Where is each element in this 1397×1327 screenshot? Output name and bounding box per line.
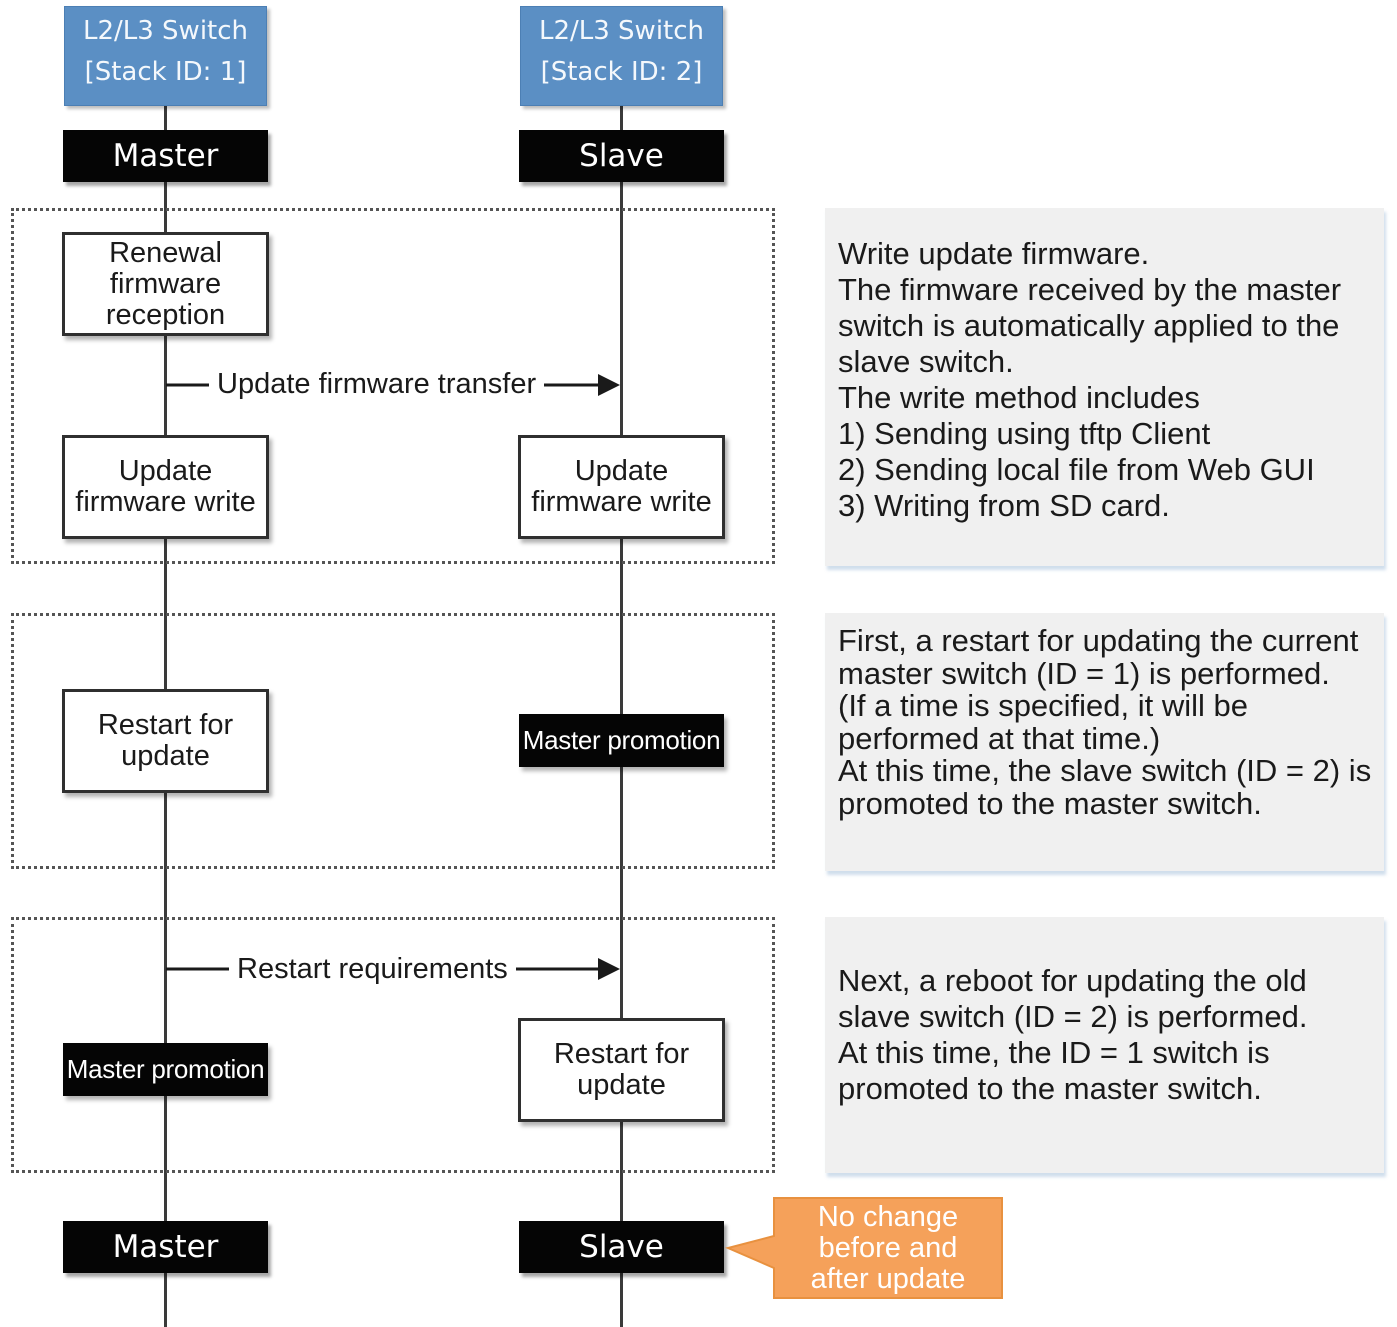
- step-master-master-promotion: Master promotion: [63, 1043, 268, 1096]
- step-master-restart: Restart for update: [62, 689, 269, 793]
- step-slave-master-promotion: Master promotion: [519, 714, 724, 767]
- note-line: At this time, the slave switch (ID = 2) …: [838, 753, 1372, 821]
- note-line: Write update firmware.: [838, 236, 1150, 271]
- step-master-firmware-write: Update firmware write: [62, 435, 269, 539]
- note-line: The firmware received by the master swit…: [838, 272, 1342, 379]
- label-firmware-transfer: Update firmware transfer: [209, 367, 545, 401]
- device-stack-id: [Stack ID: 2]: [540, 57, 703, 87]
- note-line: At this time, the ID = 1 switch is promo…: [838, 1035, 1270, 1106]
- note-line: 2) Sending local file from Web GUI: [838, 452, 1315, 487]
- note-line: 3) Writing from SD card.: [838, 488, 1170, 523]
- device-name: L2/L3 Switch: [538, 16, 705, 46]
- note-line: (If a time is specified, it will be perf…: [838, 688, 1249, 756]
- note-write-firmware: Write update firmware. The firmware rece…: [825, 208, 1384, 566]
- role-slave-before: Slave: [519, 130, 724, 182]
- note-first-restart: First, a restart for updating the curren…: [825, 613, 1384, 871]
- role-master-before: Master: [63, 130, 268, 182]
- step-slave-firmware-write: Update firmware write: [518, 435, 725, 539]
- note-line: Next, a reboot for updating the old slav…: [838, 963, 1308, 1034]
- step-slave-restart: Restart for update: [518, 1018, 725, 1122]
- phase-box-first-restart: [11, 613, 775, 869]
- phase-box-write: [11, 208, 775, 564]
- label-restart-requirements: Restart requirements: [229, 952, 516, 986]
- device-header-stack-1: L2/L3 Switch [Stack ID: 1]: [64, 6, 267, 106]
- role-slave-after: Slave: [519, 1221, 724, 1273]
- role-master-after: Master: [63, 1221, 268, 1273]
- phase-box-second-restart: [11, 917, 775, 1173]
- note-line: First, a restart for updating the curren…: [838, 623, 1359, 691]
- step-renewal-firmware-reception: Renewal firmware reception: [62, 232, 269, 336]
- device-name: L2/L3 Switch: [82, 16, 249, 46]
- note-second-restart: Next, a reboot for updating the old slav…: [825, 917, 1384, 1173]
- note-line: 1) Sending using tftp Client: [838, 416, 1211, 451]
- callout-bubble: [724, 1197, 1003, 1299]
- device-header-stack-2: L2/L3 Switch [Stack ID: 2]: [520, 6, 723, 106]
- note-line: The write method includes: [838, 380, 1200, 415]
- device-stack-id: [Stack ID: 1]: [84, 57, 247, 87]
- callout-no-change: No change before and after update: [810, 1200, 966, 1295]
